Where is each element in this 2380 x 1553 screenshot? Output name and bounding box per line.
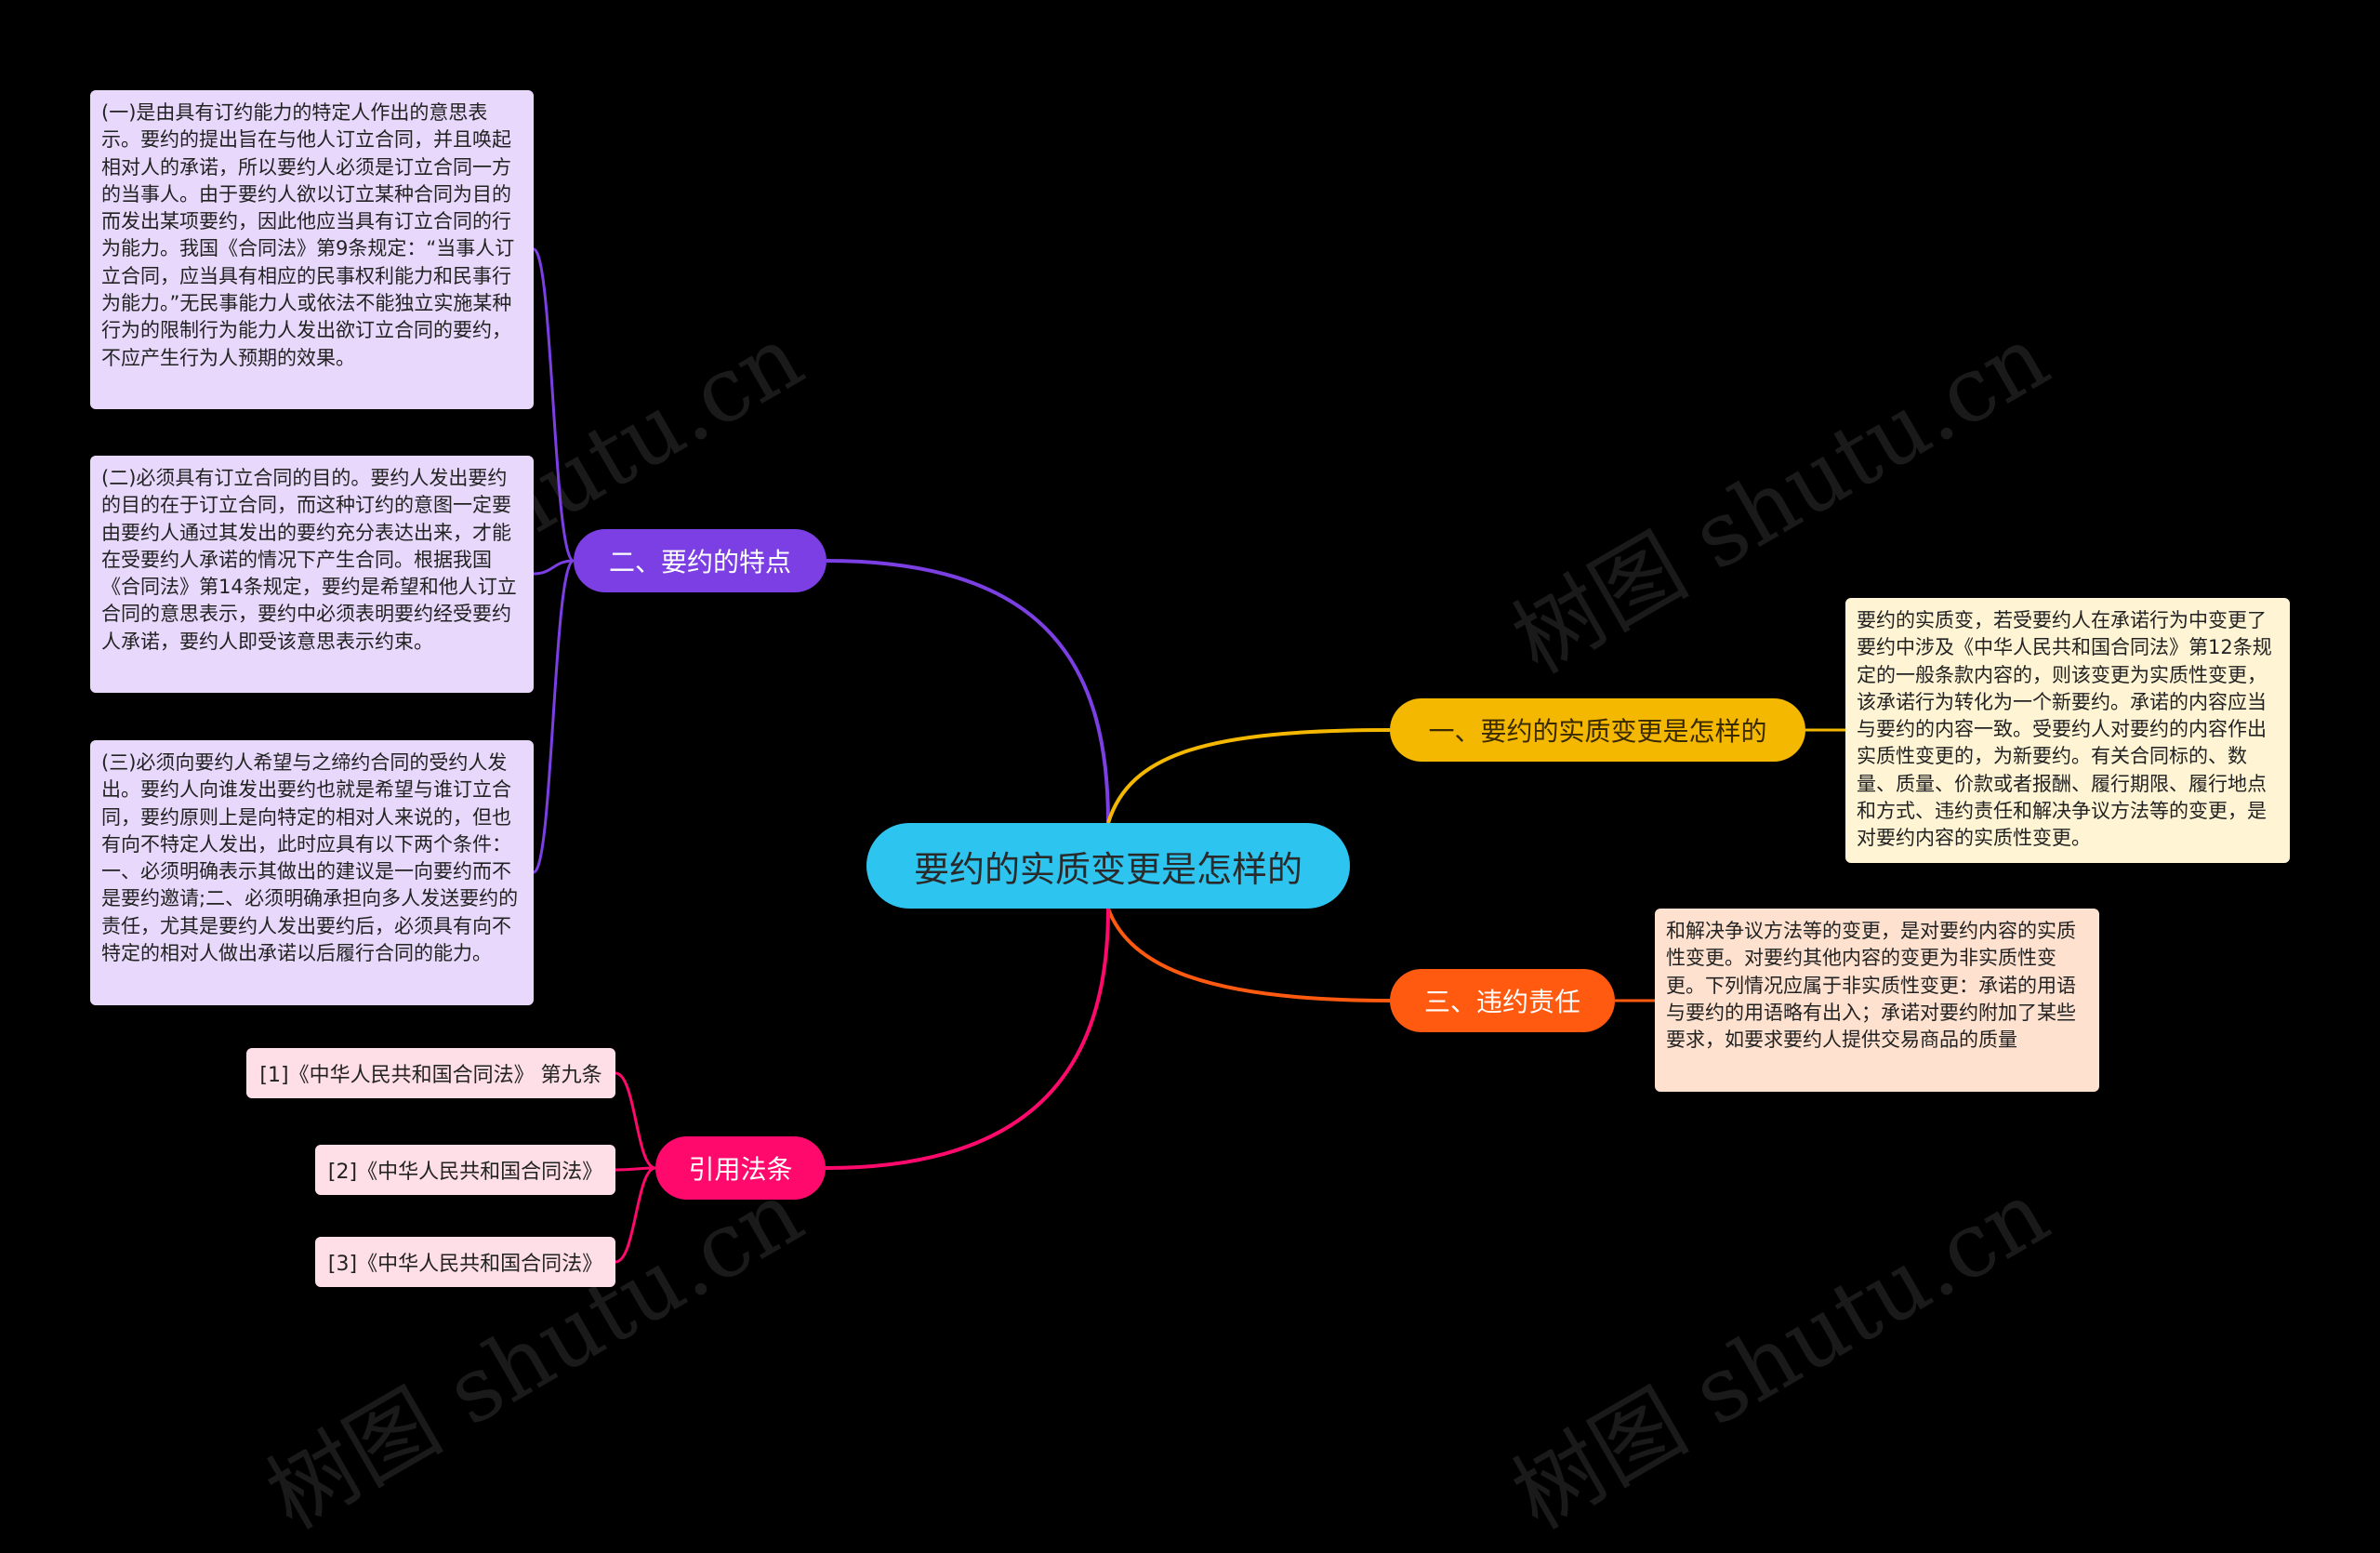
- detail-card-feature-1: (一)是由具有订约能力的特定人作出的意思表示。要约的提出旨在与他人订立合同，并且…: [90, 90, 534, 409]
- link-center-b4: [825, 908, 1110, 1170]
- center-topic[interactable]: 要约的实质变更是怎样的: [866, 823, 1350, 909]
- link-center-b3: [1106, 908, 1391, 1002]
- branch-substantive-change[interactable]: 一、要约的实质变更是怎样的: [1390, 698, 1805, 762]
- ref-item-3[interactable]: [3]《中华人民共和国合同法》: [315, 1237, 615, 1287]
- link-b2-card1: [532, 247, 575, 563]
- branch-offer-features[interactable]: 二、要约的特点: [574, 529, 826, 592]
- ref-item-1[interactable]: [1]《中华人民共和国合同法》 第九条: [246, 1048, 615, 1098]
- detail-card-feature-2: (二)必须具有订立合同的目的。要约人发出要约的目的在于订立合同，而这种订约的意图…: [90, 456, 534, 693]
- link-b4-ref3: [615, 1166, 656, 1264]
- link-center-b2: [826, 559, 1110, 824]
- link-b4-ref1: [615, 1071, 656, 1170]
- link-center-b1: [1106, 728, 1391, 824]
- link-b2-card3: [532, 559, 575, 874]
- ref-item-2[interactable]: [2]《中华人民共和国合同法》: [315, 1145, 615, 1195]
- detail-card-liability: 和解决争议方法等的变更，是对要约内容的实质性变更。对要约其他内容的变更为非实质性…: [1655, 909, 2099, 1092]
- connector-lines: [532, 247, 1845, 1264]
- detail-card-substantive-change: 要约的实质变，若受要约人在承诺行为中变更了要约中涉及《中华人民共和国合同法》第1…: [1845, 598, 2290, 863]
- branch-liability[interactable]: 三、违约责任: [1390, 969, 1615, 1032]
- detail-card-feature-3: (三)必须向要约人希望与之缔约合同的受约人发出。要约人向谁发出要约也就是希望与谁…: [90, 740, 534, 1005]
- branch-cited-laws[interactable]: 引用法条: [655, 1136, 826, 1200]
- link-b2-card2: [533, 559, 575, 576]
